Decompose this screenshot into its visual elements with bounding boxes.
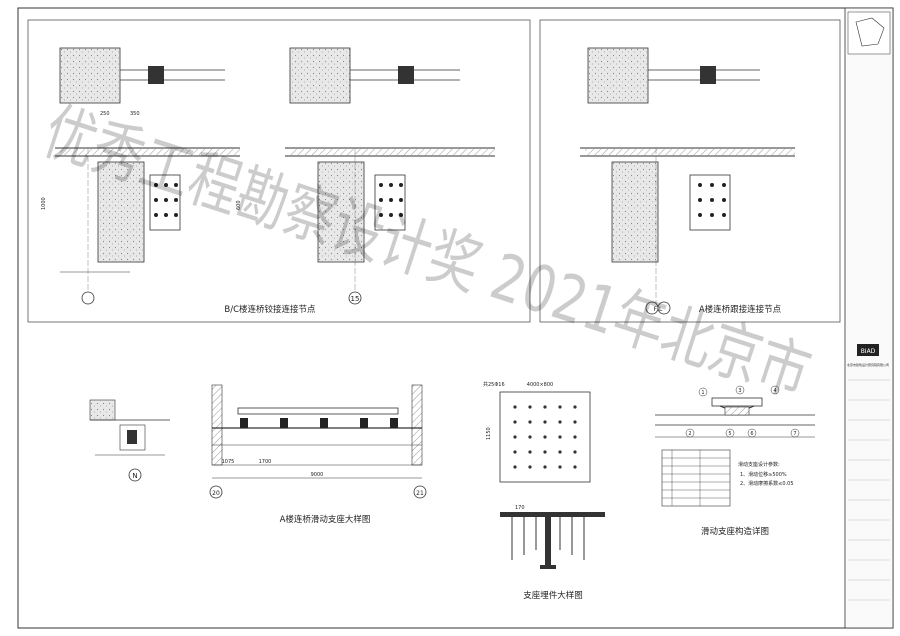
- title-a-bearing: A楼连桥滑动支座大样图: [280, 514, 371, 525]
- bearing-num-3: 3: [738, 388, 741, 394]
- bearing-num-1: 1: [701, 390, 704, 396]
- dim-600: 600: [236, 200, 242, 210]
- bearing-num-2: 2: [688, 431, 691, 437]
- title-sliding: 滑动支座构造详图: [701, 526, 769, 537]
- watermark: 优秀工程勘察设计奖 2021年北京市: [35, 95, 819, 413]
- dim-1075: 1075: [222, 459, 235, 465]
- axis-bubble-20: [209, 485, 223, 499]
- detail-embed-plate: 共25Φ16 4000×800 1150: [483, 381, 591, 483]
- dim-1000: 1000: [41, 197, 47, 210]
- axis-bubble-n: [128, 468, 142, 482]
- dim-9000: 9000: [311, 472, 324, 478]
- frame-bc-node: [27, 19, 531, 323]
- axis-21-label: 21: [416, 490, 424, 497]
- title-a-node: A楼连桥跟接连接节点: [699, 304, 782, 315]
- axis-15-label: 15: [351, 295, 360, 303]
- detail-embed-section: 170: [500, 505, 605, 569]
- company-logo: BIAD: [861, 348, 876, 355]
- title-embed: 支座埋件大样图: [523, 590, 583, 601]
- detail-sliding-bearing: 1 2 3 4 5 6 7 滑动支座设计参数: 1、滑动位移≥500% 2、滑动…: [655, 385, 815, 507]
- bearing-num-6: 6: [750, 431, 753, 437]
- req-1: 1、滑动位移≥500%: [740, 471, 787, 478]
- detail-a-bearing: 9000 1075 1700 20 21: [209, 384, 427, 499]
- axis-20-label: 20: [212, 490, 220, 497]
- axis-bubble-l: [657, 301, 671, 315]
- company-name: 北京市建筑设计研究院有限公司: [847, 362, 889, 367]
- axis-bubble-15: [348, 291, 362, 305]
- detail-n: N: [89, 399, 170, 482]
- req-title: 滑动支座设计参数:: [738, 461, 780, 468]
- detail-bc-left: [55, 47, 240, 305]
- bolt-patterns: [154, 183, 726, 217]
- bearing-num-5: 5: [728, 431, 731, 437]
- dim-4000: 4000×800: [527, 382, 553, 388]
- detail-bc-right: 15: [285, 47, 495, 305]
- dim-250: 250: [100, 111, 110, 117]
- title-strip: [844, 7, 894, 629]
- dim-350: 350: [130, 111, 140, 117]
- title-bc-node: B/C楼连桥铰接连接节点: [224, 304, 316, 315]
- dim-1700: 1700: [259, 459, 272, 465]
- dim-1150: 1150: [486, 427, 492, 440]
- detail-a-node: F L: [580, 47, 795, 315]
- req-2: 2、滑动摩擦系数≤0.05: [740, 480, 794, 487]
- title-block: BIAD 北京市建筑设计研究院有限公司: [847, 11, 891, 601]
- dim-170: 170: [515, 505, 525, 511]
- axis-fl-label: F L: [654, 306, 663, 313]
- bearing-num-7: 7: [793, 431, 796, 437]
- logo-box: [857, 344, 879, 356]
- axis-n-label: N: [132, 472, 137, 480]
- frame-a-node: [539, 19, 841, 323]
- axis-bubble-21: [413, 485, 427, 499]
- bolt-note: 共25Φ16: [483, 381, 505, 388]
- axis-bubble: [81, 291, 95, 305]
- bearing-num-4: 4: [773, 388, 776, 394]
